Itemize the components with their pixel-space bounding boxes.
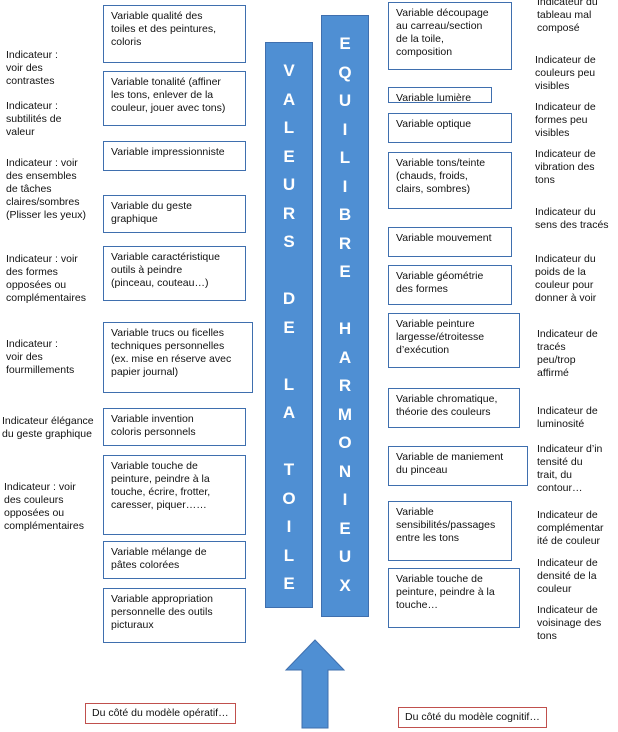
right-indicator: Indicateur de tracés peu/trop affirmé — [537, 328, 598, 379]
column-letter: V — [283, 61, 295, 80]
column-letter: L — [339, 148, 351, 167]
column-letter: N — [338, 461, 352, 481]
column-letter: A — [282, 403, 296, 422]
column-letter: L — [283, 374, 295, 394]
up-arrow-icon — [284, 639, 346, 729]
right-indicator: Indicateur du poids de la couleur pour d… — [535, 253, 597, 304]
left-variable-box: Variable invention coloris personnels — [103, 408, 246, 446]
left-indicator: Indicateur élégance du geste graphique — [2, 415, 94, 440]
left-indicator: Indicateur : voir des couleurs opposées … — [4, 481, 84, 532]
right-variable-box: Variable lumière — [388, 87, 492, 103]
right-variable-box: Variable chromatique, théorie des couleu… — [388, 388, 520, 428]
right-indicator: Indicateur de vibration des tons — [535, 148, 596, 186]
column-letter: I — [342, 490, 348, 509]
right-variable-box: Variable optique — [388, 113, 512, 143]
right-variable-box: Variable peinture largesse/étroitesse d’… — [388, 313, 520, 368]
column-letter: T — [283, 460, 295, 479]
column-letter: H — [338, 319, 352, 338]
right-indicator: Indicateur du sens des tracés — [535, 206, 609, 231]
right-variable-box: Variable tons/teinte (chauds, froids, cl… — [388, 152, 512, 209]
right-indicator: Indicateur de voisinage des tons — [537, 604, 602, 642]
column-letter: I — [286, 517, 292, 536]
column-letter: L — [283, 545, 295, 565]
column-letter: M — [337, 404, 353, 424]
left-variable-box: Variable du geste graphique — [103, 195, 246, 233]
right-indicator: Indicateur de luminosité — [537, 405, 598, 430]
column-letter: I — [342, 176, 348, 196]
right-indicator: Indicateur de couleurs peu visibles — [535, 54, 596, 92]
right-variable-box: Variable touche de peinture, peindre à l… — [388, 568, 520, 628]
column-letter: U — [282, 175, 296, 194]
right-variable-box: Variable découpage au carreau/section de… — [388, 2, 512, 70]
column-letter: U — [338, 91, 352, 110]
footer-operatif-label: Du côté du modèle opératif… — [85, 703, 236, 724]
column-letter: A — [282, 89, 296, 109]
right-indicator: Indicateur d’in tensité du trait, du con… — [537, 443, 603, 494]
left-variable-box: Variable trucs ou ficelles techniques pe… — [103, 322, 253, 393]
column-letter: U — [338, 547, 352, 566]
column-letter: R — [338, 233, 352, 253]
left-variable-box: Variable touche de peinture, peindre à l… — [103, 455, 246, 535]
column-letter: E — [283, 574, 295, 593]
column-letter: B — [338, 205, 352, 224]
column-letter: O — [282, 488, 296, 508]
column-letter: E — [339, 34, 351, 53]
column-letter: S — [283, 232, 295, 251]
right-variable-box: Variable mouvement — [388, 227, 512, 257]
column-letter: E — [283, 146, 295, 166]
column-letter: A — [338, 347, 352, 367]
column-letter: L — [283, 118, 295, 137]
left-variable-box: Variable tonalité (affiner les tons, enl… — [103, 71, 246, 126]
right-indicator: Indicateur de complémentar ité de couleu… — [537, 509, 604, 547]
left-indicator: Indicateur : voir des ensembles de tâche… — [6, 157, 86, 221]
column-letter: R — [338, 376, 352, 395]
footer-cognitif-label: Du côté du modèle cognitif… — [398, 707, 547, 728]
right-variable-box: Variable géométrie des formes — [388, 265, 512, 305]
column-letter: R — [282, 203, 296, 223]
right-variable-box: Variable sensibilités/passages entre les… — [388, 501, 512, 561]
column-letter: E — [283, 317, 295, 337]
column-letter: E — [339, 518, 351, 538]
left-indicator: Indicateur : voir des fourmillements — [6, 338, 75, 376]
left-indicator: Indicateur : subtilités de valeur — [6, 100, 62, 138]
right-indicator: Indicateur de formes peu visibles — [535, 101, 596, 139]
left-variable-box: Variable appropriation personnelle des o… — [103, 588, 246, 643]
column-letter: X — [339, 575, 351, 595]
right-indicator: Indicateur du tableau mal composé — [537, 0, 598, 34]
column-letter: I — [342, 119, 348, 139]
left-indicator: Indicateur : voir des formes opposées ou… — [6, 253, 86, 304]
left-indicator: Indicateur : voir des contrastes — [6, 49, 58, 87]
left-variable-box: Variable qualité des toiles et des peint… — [103, 5, 246, 63]
right-indicator: Indicateur de densité de la couleur — [537, 557, 598, 595]
column-letter: D — [282, 289, 296, 308]
right-variable-box: Variable de maniement du pinceau — [388, 446, 528, 486]
left-variable-box: Variable mélange de pâtes colorées — [103, 541, 246, 579]
column-letter: E — [339, 262, 351, 281]
left-variable-box: Variable caractéristique outils à peindr… — [103, 246, 246, 301]
column-letter: O — [338, 433, 352, 452]
column-letter: Q — [338, 62, 352, 82]
left-variable-box: Variable impressionniste — [103, 141, 246, 171]
